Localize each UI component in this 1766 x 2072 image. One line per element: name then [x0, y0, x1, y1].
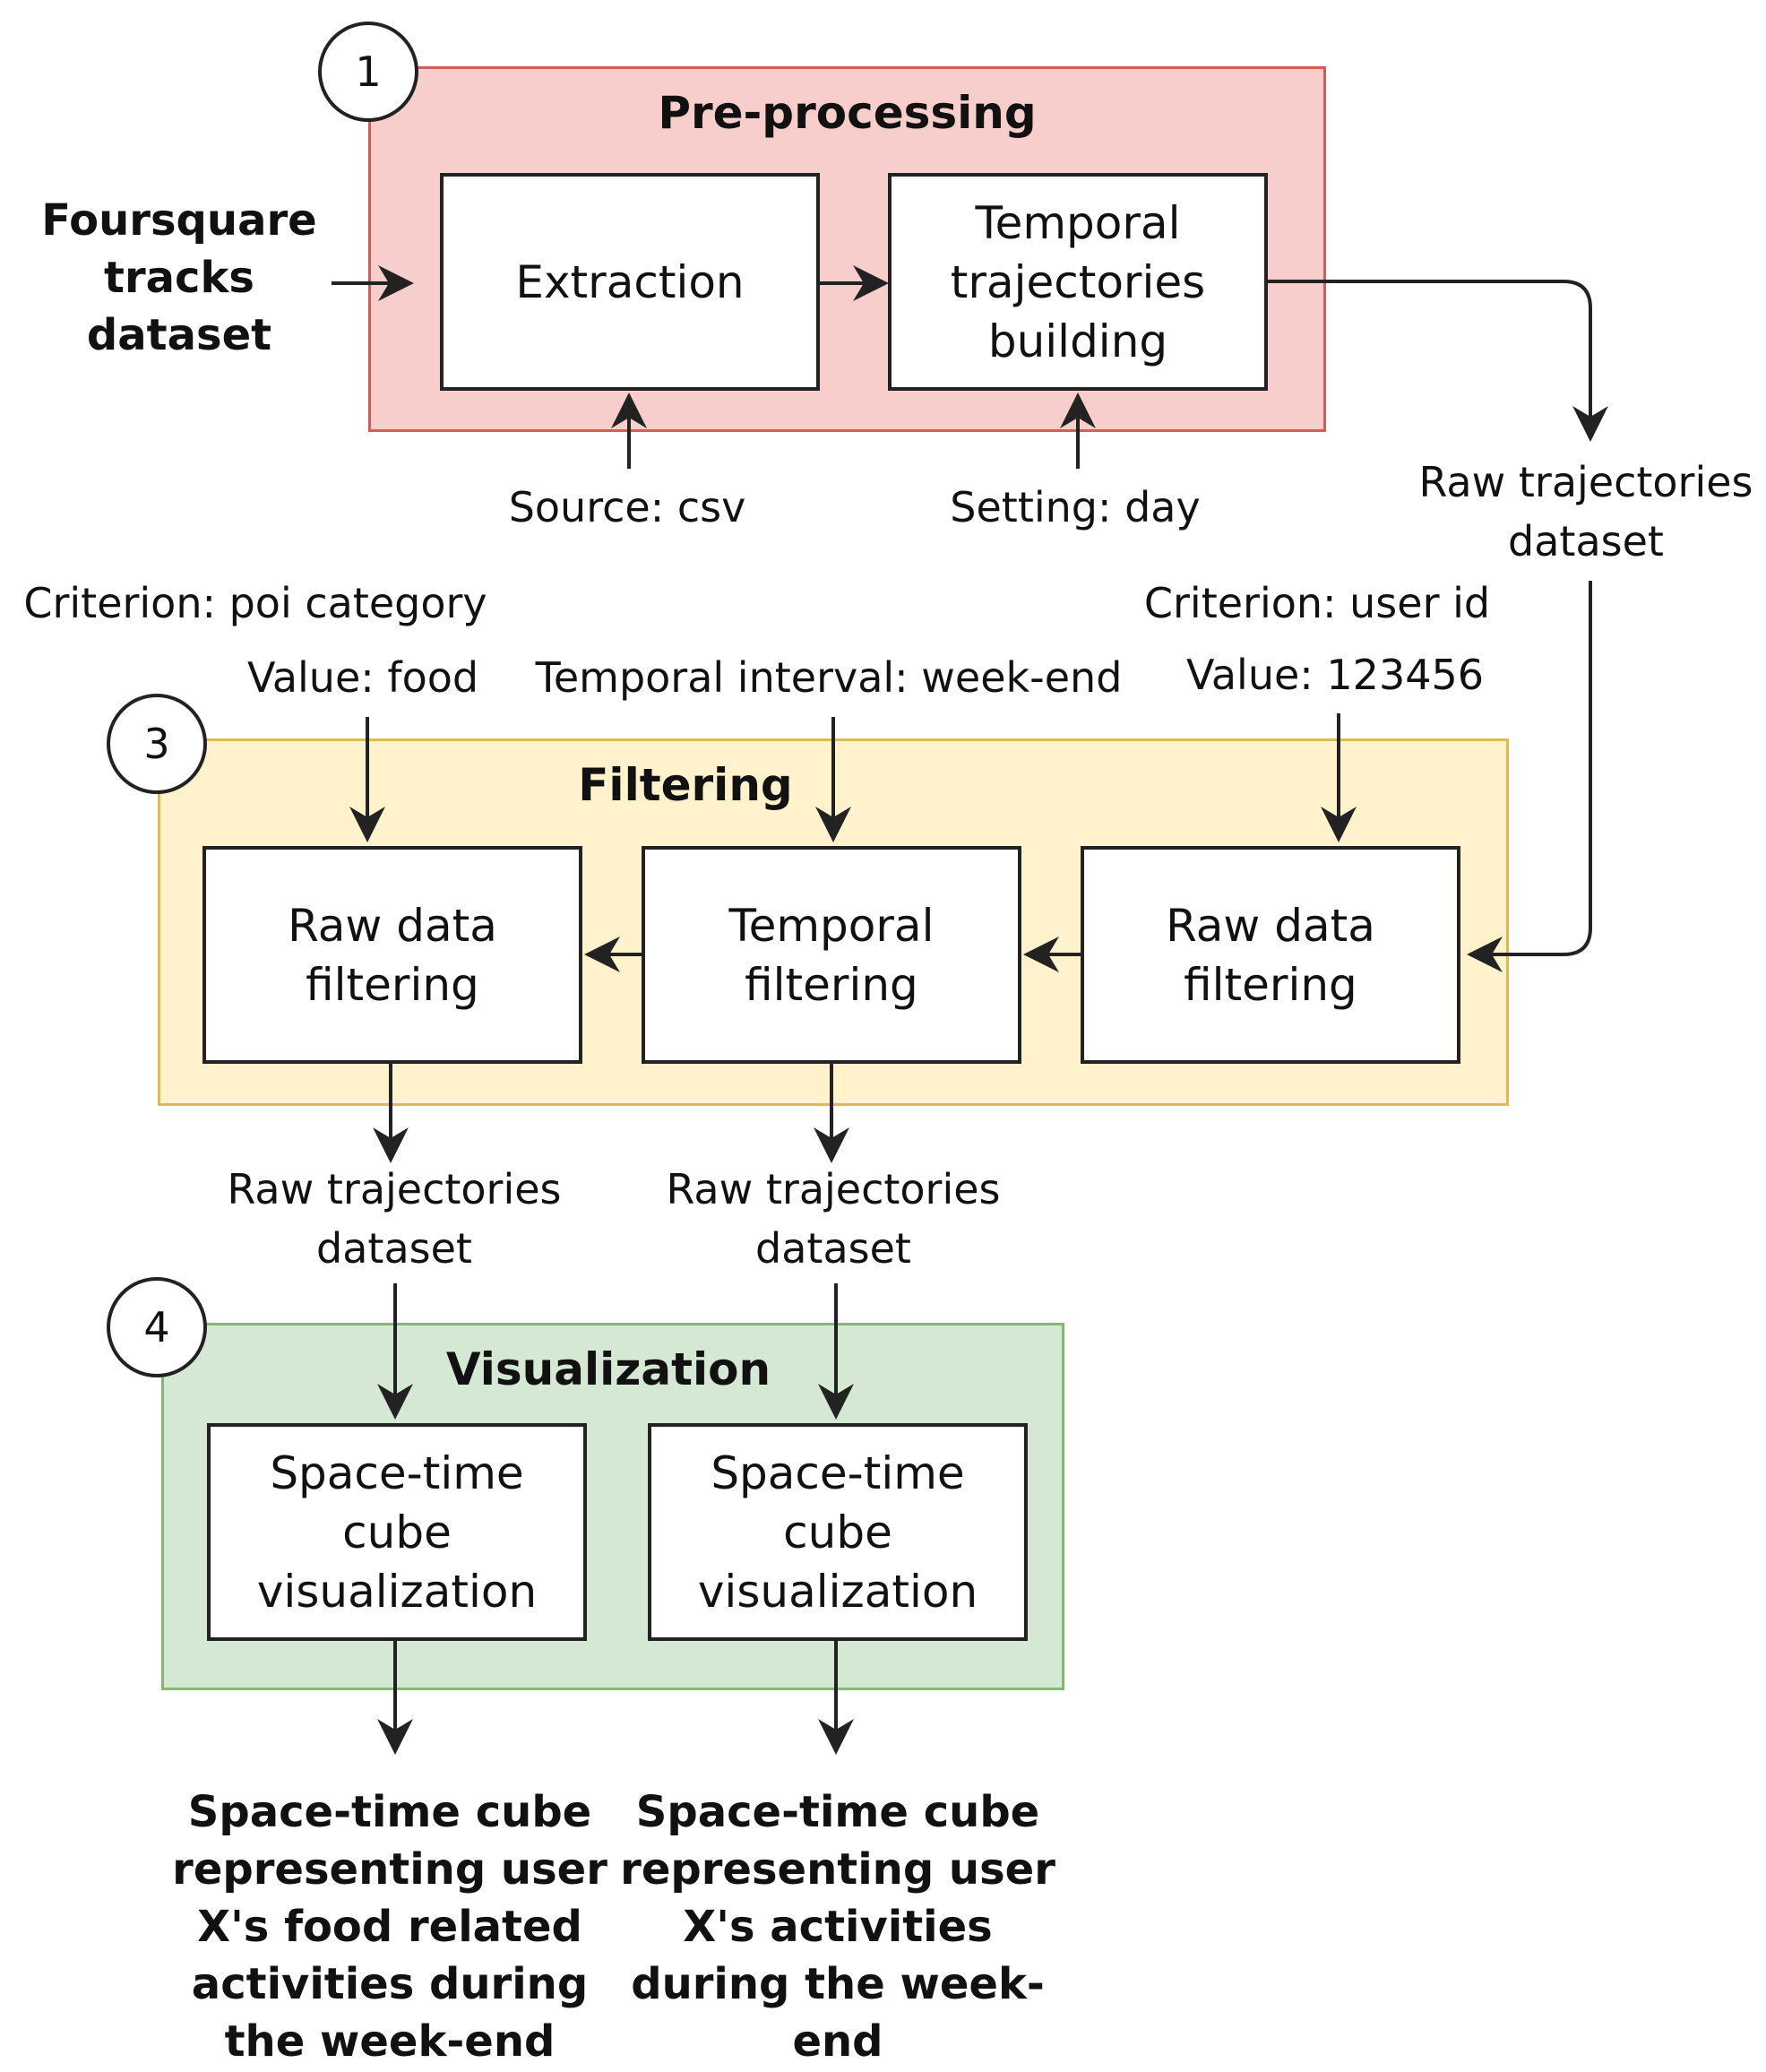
extraction-box: Extraction: [440, 173, 820, 391]
temporal-filtering-box: Temporal filtering: [642, 846, 1021, 1064]
output-right-label: Space-time cube representing user X's ac…: [620, 1787, 1055, 2067]
criterion-user-label: Criterion: user id: [1143, 579, 1491, 627]
step-3-badge: 3: [107, 694, 207, 794]
raw-trajectories-dataset-top-label: Raw trajectories dataset: [1418, 458, 1753, 565]
raw-data-filtering-right-box: Raw data filtering: [1081, 846, 1460, 1064]
raw-data-filtering-left-box: Raw data filtering: [202, 846, 582, 1064]
temporal-trajectories-building-label: Temporal trajectories building: [950, 196, 1206, 367]
preprocessing-title: Pre-processing: [658, 87, 1037, 139]
space-time-cube-left-box: Space-time cube visualization: [207, 1423, 587, 1641]
criterion-poi-label: Criterion: poi category: [23, 579, 487, 627]
space-time-cube-left-label: Space-time cube visualization: [256, 1446, 538, 1618]
raw-trajectories-dataset-left-label: Raw trajectories dataset: [227, 1165, 562, 1273]
space-time-cube-right-label: Space-time cube visualization: [697, 1446, 978, 1618]
value-food-label: Value: food: [246, 653, 479, 702]
space-time-cube-right-box: Space-time cube visualization: [648, 1423, 1028, 1641]
raw-trajectories-dataset-right-label: Raw trajectories dataset: [666, 1165, 1001, 1273]
raw-data-filtering-right-label: Raw data filtering: [1166, 899, 1375, 1011]
step-1-badge: 1: [318, 22, 418, 122]
visualization-title: Visualization: [445, 1343, 771, 1395]
raw-data-filtering-left-label: Raw data filtering: [288, 899, 497, 1011]
output-left-label: Space-time cube representing user X's fo…: [172, 1787, 607, 2067]
extraction-label: Extraction: [515, 255, 745, 308]
temporal-interval-label: Temporal interval: week-end: [535, 653, 1123, 702]
foursquare-dataset-label: Foursquare tracks dataset: [41, 195, 317, 360]
step-4-badge: 4: [107, 1277, 207, 1377]
filtering-title: Filtering: [578, 759, 793, 811]
value-user-label: Value: 123456: [1185, 651, 1485, 699]
temporal-filtering-label: Temporal filtering: [728, 899, 935, 1011]
source-csv-label: Source: csv: [508, 483, 746, 531]
temporal-trajectories-building-box: Temporal trajectories building: [888, 173, 1268, 391]
setting-day-label: Setting: day: [950, 483, 1201, 531]
